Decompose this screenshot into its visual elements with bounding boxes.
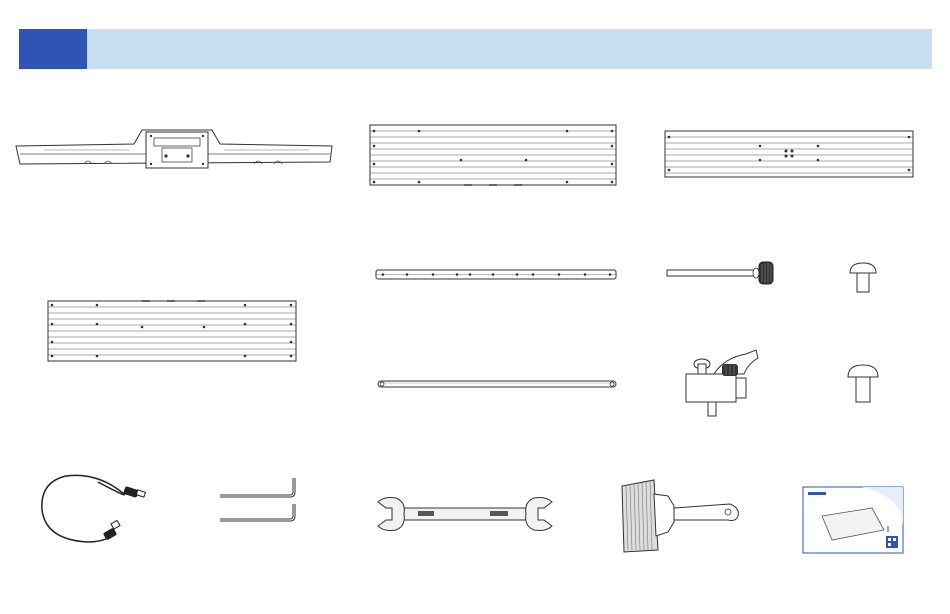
flat-bar-icon [375, 268, 619, 282]
usb-cable-icon [38, 470, 150, 550]
section-number-block [19, 29, 87, 69]
gantry-beam-icon [14, 126, 334, 176]
allen-key-icon [218, 474, 300, 526]
knob-shaft-icon [666, 260, 778, 286]
wrench-icon [376, 496, 554, 532]
medium-extrusion-plate [664, 130, 916, 180]
rod-icon [374, 378, 620, 390]
clamp-lever-icon [684, 348, 764, 420]
brush-icon [618, 474, 742, 554]
manual-card-icon [802, 486, 906, 556]
left-extrusion-plate [47, 300, 299, 364]
section-header [19, 29, 932, 69]
mushroom-screw-icon [846, 363, 880, 405]
large-extrusion-plate [369, 124, 619, 188]
mushroom-screw-icon [848, 261, 878, 295]
